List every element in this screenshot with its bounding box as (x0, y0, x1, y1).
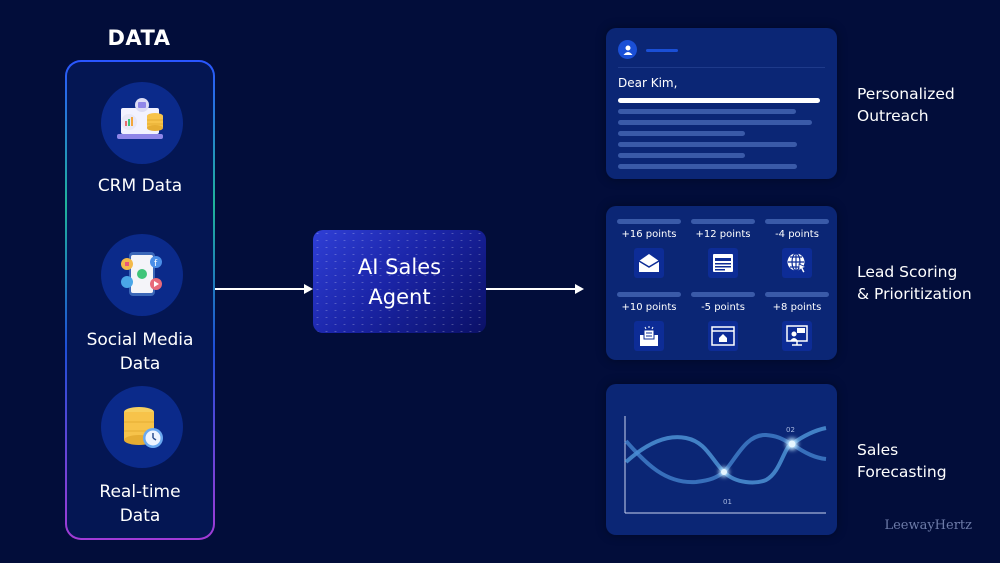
point-label-01: 01 (723, 498, 732, 506)
score-points: -5 points (701, 302, 745, 313)
data-sources-panel: CRM Data f Social Media Data Real-time D… (65, 60, 215, 540)
agent-title-line1: AI Sales (357, 254, 442, 279)
score-item: +8 points (765, 292, 829, 351)
header-divider (618, 67, 825, 68)
outreach-label-line1: Personalized (857, 85, 955, 103)
ai-sales-agent-box: AI Sales Agent (313, 230, 486, 333)
forecast-line-chart: 01 02 (624, 416, 827, 514)
svg-text:f: f (154, 259, 158, 269)
webinar-icon (782, 321, 812, 351)
score-item: -5 points (691, 292, 755, 351)
score-item: +12 points (691, 219, 755, 278)
score-points: +16 points (621, 229, 677, 240)
score-item: +16 points (617, 219, 681, 278)
realtime-label-line1: Real-time (99, 482, 181, 502)
crm-data-label: CRM Data (97, 176, 183, 196)
globe-cursor-icon (782, 248, 812, 278)
score-item: +10 points (617, 292, 681, 351)
score-points: -4 points (775, 229, 819, 240)
output-label-lead-scoring: Lead Scoring & Prioritization (857, 261, 972, 305)
outreach-label-line2: Outreach (857, 107, 929, 125)
score-points: +8 points (772, 302, 822, 313)
data-section-title: DATA (107, 26, 171, 50)
agent-dot-pattern (313, 230, 486, 333)
social-media-phone-icon: f (101, 234, 183, 316)
email-line (618, 153, 745, 158)
point-label-02: 02 (786, 426, 795, 434)
social-media-label-line1: Social Media (86, 330, 194, 350)
email-line (618, 109, 796, 114)
output-label-outreach: Personalized Outreach (857, 83, 955, 127)
realtime-label-line2: Data (119, 506, 161, 526)
web-page-icon (708, 248, 738, 278)
arrow-data-to-agent (215, 288, 305, 290)
homepage-window-icon (708, 321, 738, 351)
arrow-head-icon (575, 284, 584, 294)
lead-scoring-label-line2: & Prioritization (857, 285, 972, 303)
sender-name-placeholder (646, 49, 678, 52)
forecasting-label-line2: Forecasting (857, 463, 947, 481)
sales-forecast-card: 01 02 (606, 384, 837, 535)
score-item: -4 points (765, 219, 829, 278)
arrow-head-icon (304, 284, 313, 294)
lead-scoring-label-line1: Lead Scoring (857, 263, 958, 281)
score-points: +10 points (621, 302, 677, 313)
crm-data-icon (101, 82, 183, 164)
email-line (618, 142, 797, 147)
watermark-logo: LeewayHertz (884, 518, 972, 533)
database-clock-icon (101, 386, 183, 468)
email-line (618, 98, 820, 103)
agent-title-line2: Agent (368, 284, 431, 309)
output-label-forecasting: Sales Forecasting (857, 439, 947, 483)
open-envelope-icon (634, 248, 664, 278)
arrow-agent-to-outputs (486, 288, 576, 290)
social-media-label-line2: Data (119, 354, 161, 374)
outreach-email-card: Dear Kim, (606, 28, 837, 179)
email-line (618, 164, 797, 169)
newsletter-icon (634, 321, 664, 351)
lead-scoring-card: +16 points +12 points -4 points +10 poin… (606, 206, 837, 360)
email-line (618, 120, 812, 125)
email-line (618, 131, 745, 136)
forecasting-label-line1: Sales (857, 441, 899, 459)
score-points: +12 points (695, 229, 751, 240)
email-greeting: Dear Kim, (618, 76, 678, 90)
user-avatar-icon (618, 40, 637, 59)
